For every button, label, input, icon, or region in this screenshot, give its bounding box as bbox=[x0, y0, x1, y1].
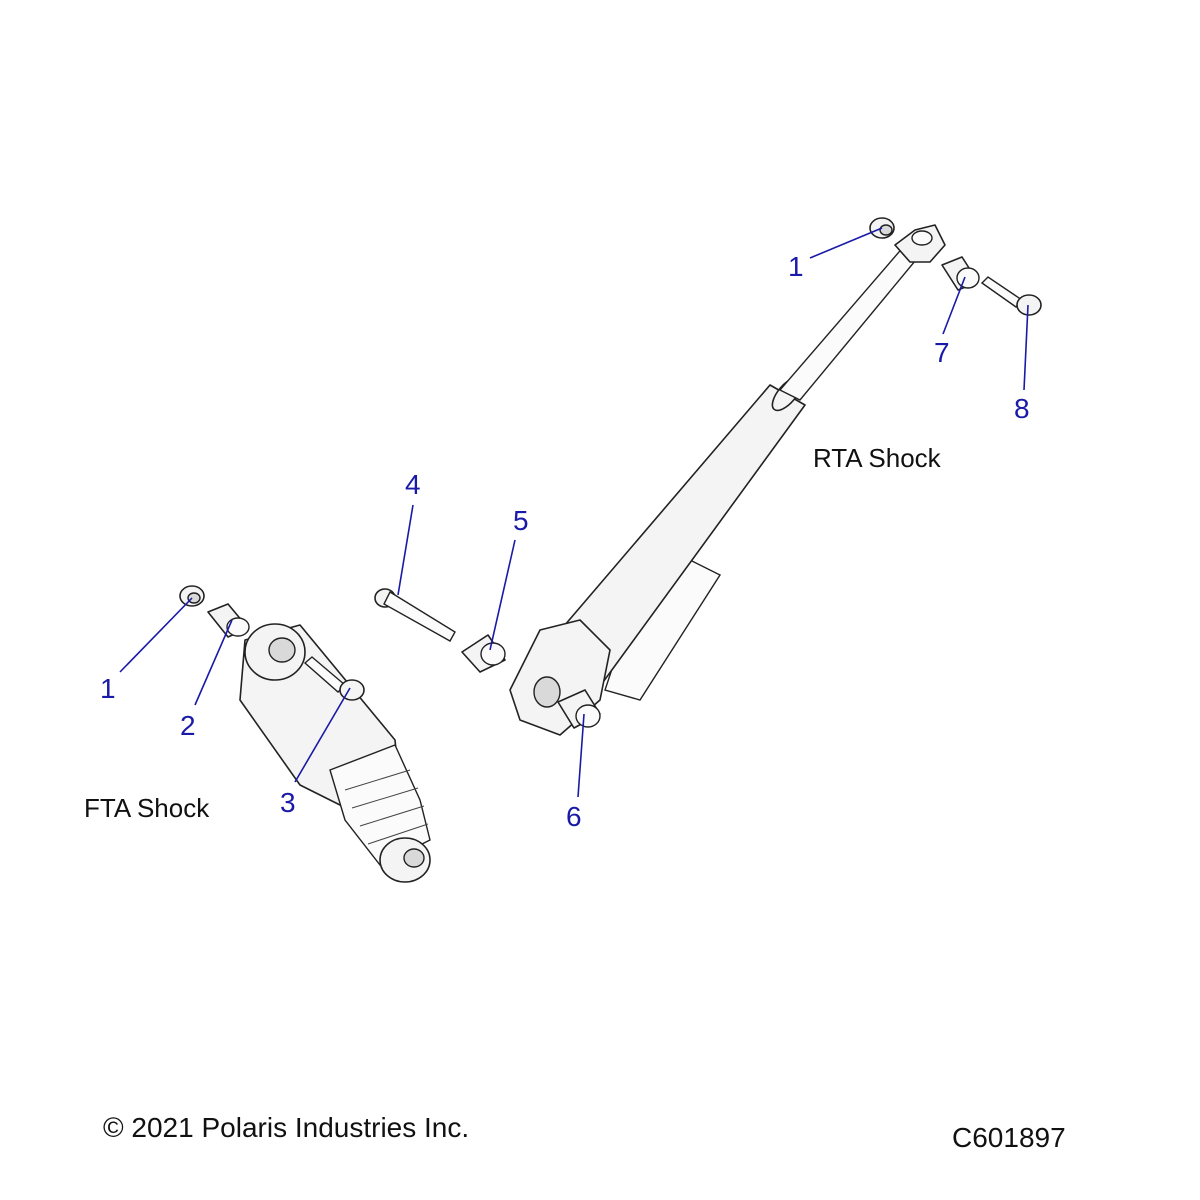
leader-7 bbox=[942, 276, 966, 335]
bushing-7 bbox=[941, 256, 980, 291]
leader-3 bbox=[294, 687, 351, 783]
bolt-4 bbox=[374, 588, 456, 642]
leader-2 bbox=[194, 619, 233, 706]
callout-8: 8 bbox=[1014, 393, 1030, 424]
callout-7: 7 bbox=[934, 337, 950, 368]
nut-fta bbox=[179, 585, 205, 607]
callout-1-rta: 1 bbox=[788, 251, 804, 282]
leader-4 bbox=[397, 504, 414, 596]
leader-5 bbox=[489, 539, 516, 651]
callout-5: 5 bbox=[513, 505, 529, 536]
bushing-6 bbox=[557, 689, 601, 729]
callout-1-fta: 1 bbox=[100, 673, 116, 704]
bolt-fta bbox=[303, 656, 365, 701]
copyright-text: © 2021 Polaris Industries Inc. bbox=[103, 1112, 470, 1143]
figure-id: C601897 bbox=[952, 1122, 1066, 1153]
leader-1b bbox=[809, 227, 883, 259]
callout-2: 2 bbox=[180, 710, 196, 741]
callout-4: 4 bbox=[405, 469, 421, 500]
bolt-8 bbox=[980, 276, 1042, 316]
fta-shock-label: FTA Shock bbox=[84, 793, 210, 823]
callout-3: 3 bbox=[280, 787, 296, 818]
leader-6 bbox=[577, 713, 585, 798]
rta-shock-label: RTA Shock bbox=[813, 443, 942, 473]
callout-6: 6 bbox=[566, 801, 582, 832]
bushing-5 bbox=[461, 634, 506, 673]
rta-shock bbox=[509, 224, 946, 736]
leader-8 bbox=[1023, 304, 1029, 391]
bushing-fta bbox=[207, 603, 250, 638]
fta-shock bbox=[239, 623, 431, 883]
leader-1a bbox=[119, 597, 193, 673]
